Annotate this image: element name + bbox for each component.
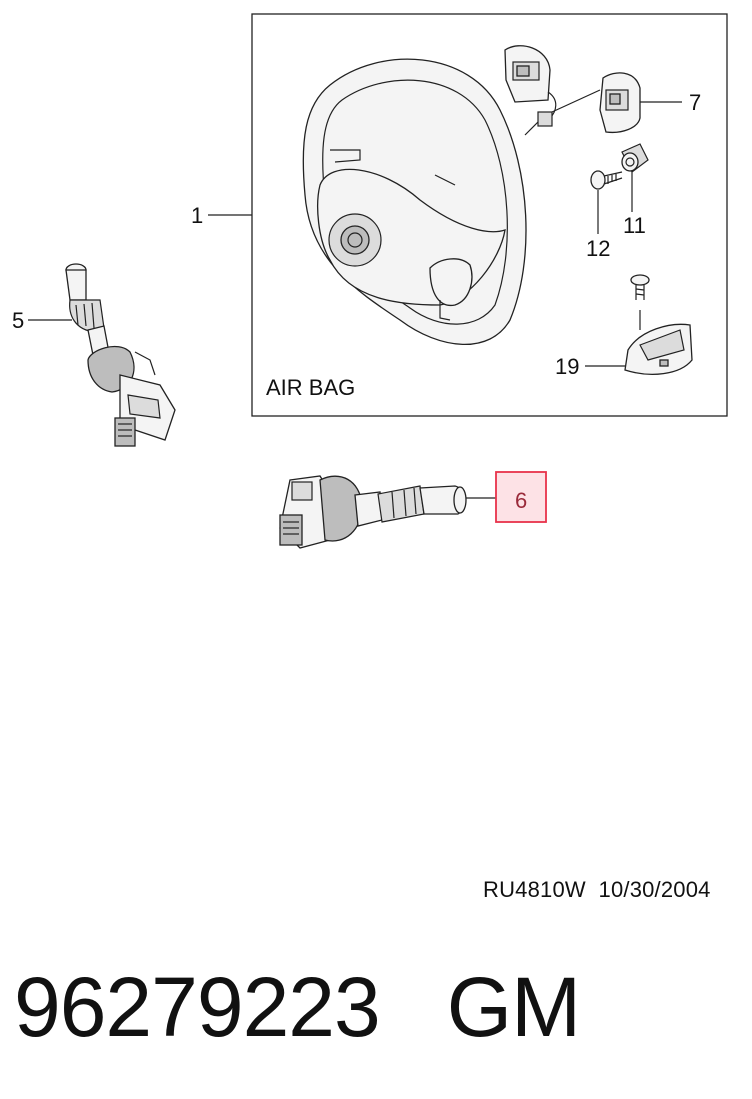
callout-11: 11	[623, 213, 646, 238]
right-switch-part-7[interactable]	[599, 72, 641, 134]
steering-wheel[interactable]	[302, 58, 527, 346]
brand-name: GM	[446, 960, 581, 1054]
turn-signal-switch-part-6[interactable]	[279, 475, 467, 549]
screw-lower[interactable]	[630, 274, 650, 330]
screw-part-12[interactable]	[590, 170, 623, 190]
callout-6: 6	[515, 488, 527, 513]
callout-19: 19	[555, 354, 579, 379]
callout-5: 5	[12, 308, 24, 333]
callout-1: 1	[191, 203, 203, 228]
wiper-switch-part-5[interactable]	[65, 263, 176, 447]
drawing-reference: RU4810W 10/30/2004	[483, 877, 711, 902]
switch-connector-upper[interactable]	[504, 45, 601, 136]
part-number: 96279223	[14, 960, 381, 1054]
nut-part-11[interactable]	[621, 143, 649, 173]
airbag-label: AIR BAG	[266, 375, 355, 400]
lower-cover-part-19[interactable]	[624, 323, 693, 375]
callout-12: 12	[586, 236, 610, 261]
highlight-box	[495, 471, 547, 523]
callout-7: 7	[689, 90, 701, 115]
part-number-line: 96279223 GM	[14, 960, 581, 1054]
